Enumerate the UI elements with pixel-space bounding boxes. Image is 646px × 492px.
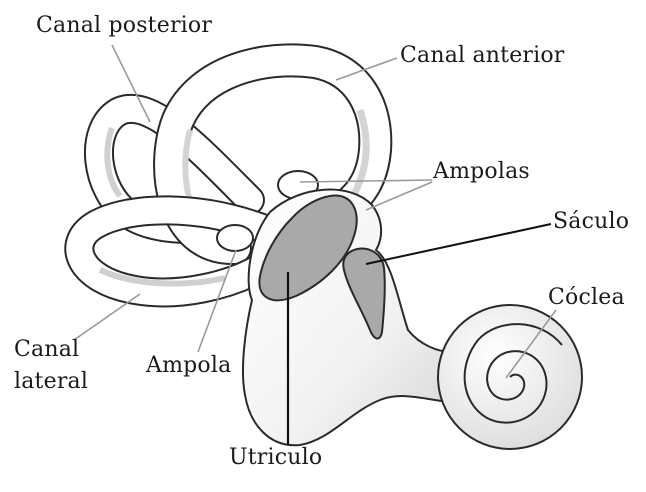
label-coclea: Cóclea: [548, 286, 625, 310]
label-canal-posterior: Canal posterior: [36, 14, 212, 38]
label-ampolas: Ampolas: [433, 160, 530, 184]
label-canal-anterior: Canal anterior: [400, 44, 565, 68]
label-utriculo: Utriculo: [229, 446, 322, 470]
ampulla-lateral-shape: [217, 225, 253, 251]
label-canal-lateral: Canal lateral: [14, 334, 88, 398]
label-saculo: Sáculo: [553, 210, 629, 234]
cochlea-shape: [438, 305, 582, 449]
label-ampola: Ampola: [146, 354, 231, 378]
label-canal-lateral-line2: lateral: [14, 366, 88, 398]
label-canal-lateral-line1: Canal: [14, 334, 88, 366]
leader-saculo: [366, 224, 551, 264]
leader-ampolas-1: [300, 180, 432, 182]
